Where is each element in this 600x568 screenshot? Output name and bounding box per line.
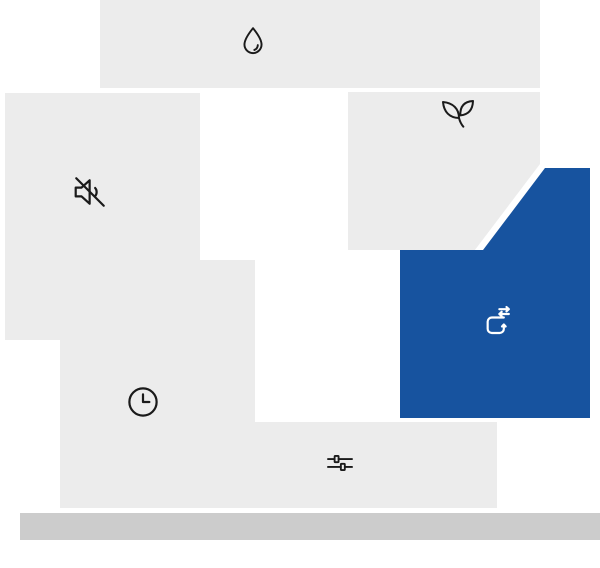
clock-icon: [124, 383, 162, 421]
tile-settings[interactable]: [60, 422, 497, 508]
tile-water[interactable]: [100, 0, 540, 88]
water-drop-icon: [235, 24, 271, 60]
tile-timer[interactable]: [60, 260, 255, 422]
sliders-icon: [323, 446, 357, 480]
speaker-muted-icon: [68, 170, 112, 214]
bottom-strip: [20, 513, 600, 540]
leaves-icon: [438, 94, 478, 134]
pipe-sync-icon: [475, 302, 515, 342]
